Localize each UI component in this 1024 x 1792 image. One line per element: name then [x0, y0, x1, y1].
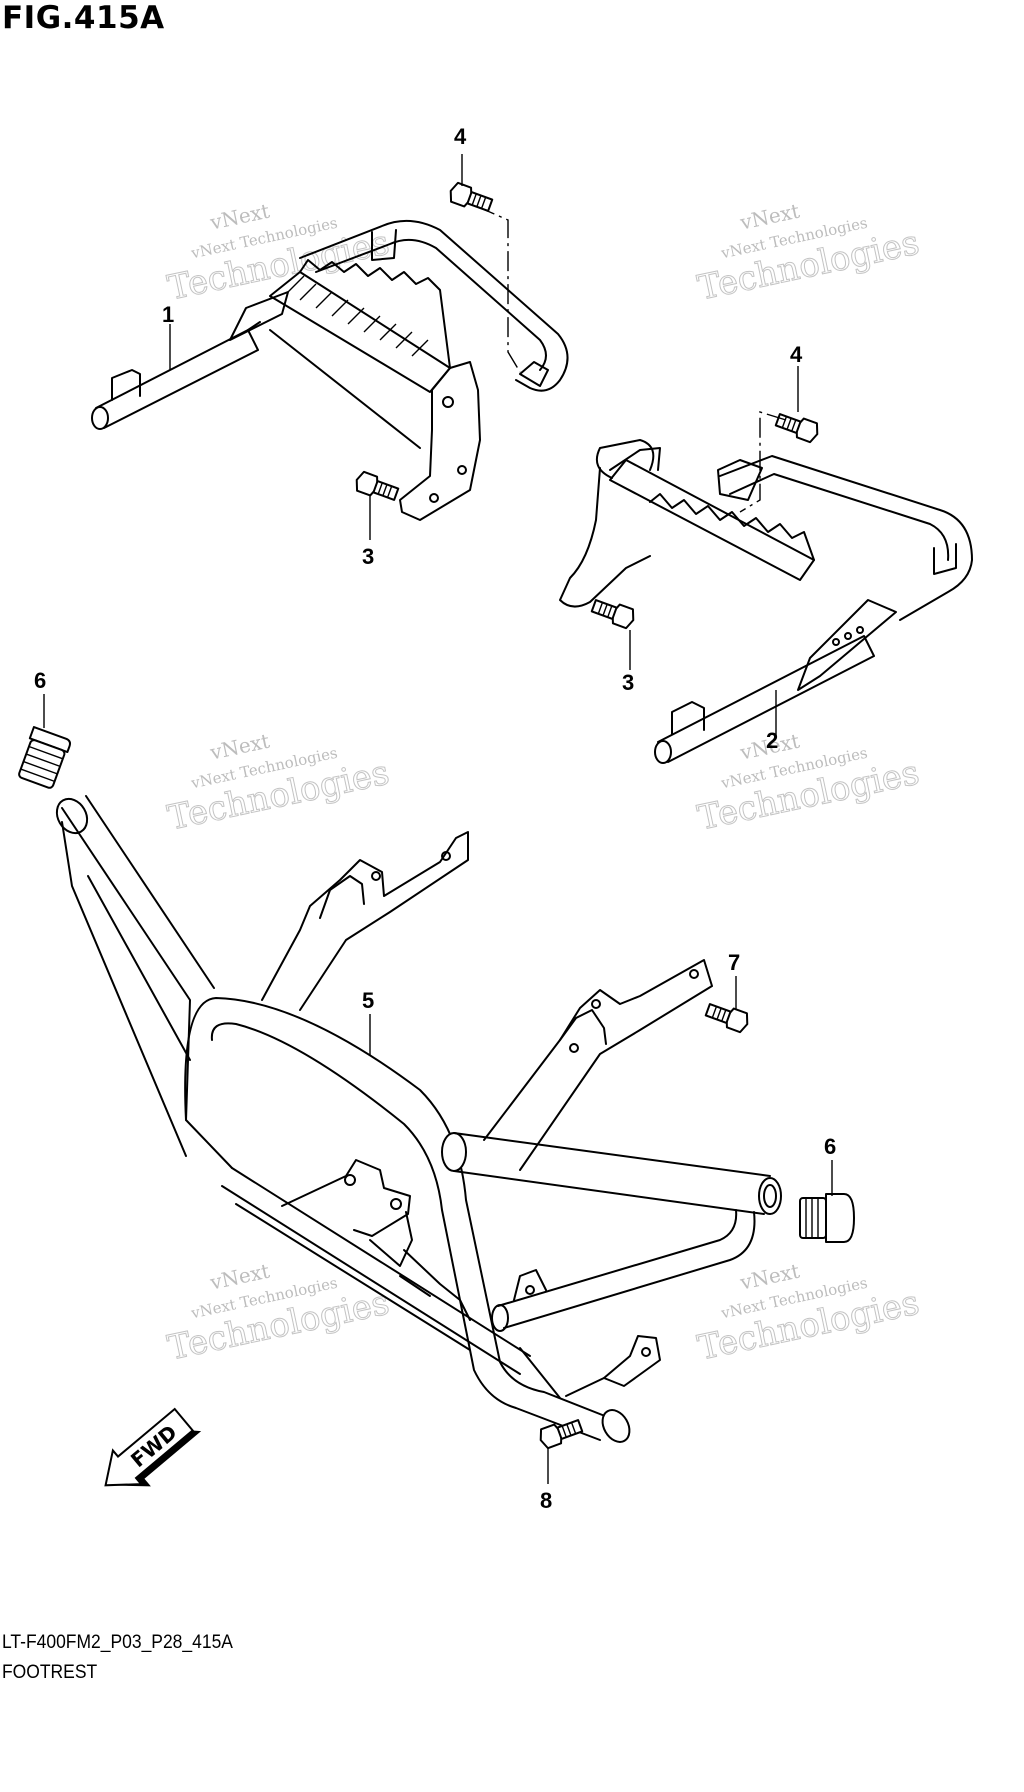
callout-4-right: 4 [790, 342, 803, 367]
watermark-top-left: vNext vNext Technologies Technologies [164, 199, 393, 309]
watermark-top-right: vNext vNext Technologies Technologies [694, 199, 923, 309]
fwd-arrow-icon: FWD [104, 1407, 202, 1487]
footrest-left-part-1 [91, 219, 569, 521]
callout-1: 1 [162, 302, 174, 327]
bolt-part-3-right [590, 599, 635, 630]
figure-title: FIG.415A [2, 0, 165, 36]
plug-part-6-left [18, 726, 72, 789]
plug-part-6-right [799, 1193, 855, 1243]
footrest-right-part-2 [559, 439, 973, 764]
bolt-part-4-upper [449, 181, 494, 212]
callouts: 1 2 3 3 4 4 5 6 6 7 8 [34, 124, 836, 1513]
callout-6-right: 6 [824, 1134, 836, 1159]
bolt-part-7 [704, 1003, 749, 1034]
callout-8: 8 [540, 1488, 552, 1513]
callout-7: 7 [728, 950, 740, 975]
bolt-part-3-left [355, 470, 400, 501]
bolt-part-4-right [774, 413, 819, 444]
callout-3-right: 3 [622, 670, 634, 695]
watermark-mid-left: vNext vNext Technologies Technologies [164, 729, 393, 839]
callout-2: 2 [766, 728, 778, 753]
figure-name: FOOTREST [2, 1662, 98, 1683]
figure-code: LT-F400FM2_P03_P28_415A [2, 1632, 233, 1653]
callout-3-left: 3 [362, 544, 374, 569]
callout-4-upper: 4 [454, 124, 467, 149]
watermark-bottom-left: vNext vNext Technologies Technologies [164, 1259, 393, 1369]
watermark-bottom-right: vNext vNext Technologies Technologies [694, 1259, 923, 1369]
leader-lines [43, 154, 833, 1484]
footrest-frame-part-5 [55, 795, 782, 1443]
bolt-part-8 [539, 1419, 584, 1450]
callout-6-left: 6 [34, 668, 46, 693]
callout-5: 5 [362, 988, 374, 1013]
